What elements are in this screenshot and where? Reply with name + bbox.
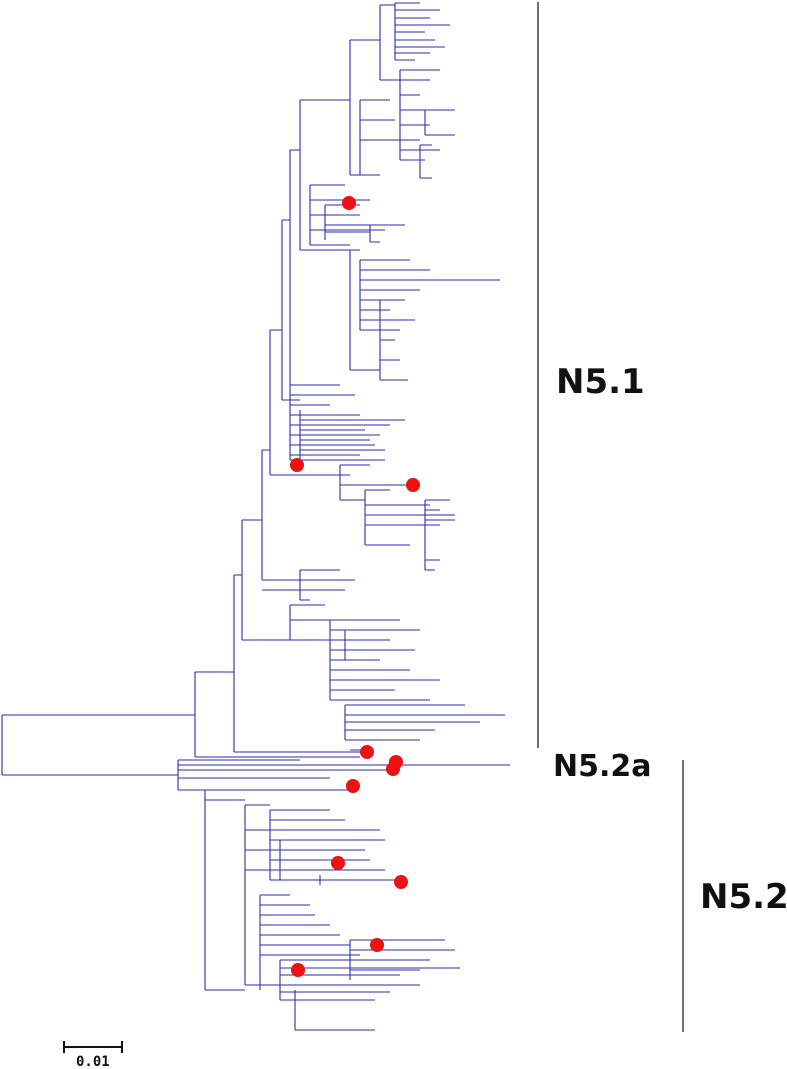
- branch-mid-cluster-b: [349, 249, 500, 381]
- markers: [290, 196, 420, 977]
- branch-mid-cluster-d: [339, 464, 455, 571]
- branch-mid-cluster-c: [289, 384, 405, 461]
- marker-dot: [394, 875, 408, 889]
- branch-root: [1, 714, 195, 776]
- branch-n51-backbone: [233, 574, 360, 753]
- marker-dot: [360, 745, 374, 759]
- branch-n51-b3: [269, 329, 340, 476]
- marker-dot: [386, 762, 400, 776]
- branch-mid-cluster-e: [289, 569, 505, 751]
- branch-n52-cluster-a: [244, 804, 405, 986]
- marker-dot: [291, 963, 305, 977]
- marker-dot: [370, 938, 384, 952]
- marker-dot: [406, 478, 420, 492]
- scale-bar: [63, 1041, 123, 1053]
- marker-dot: [346, 779, 360, 793]
- scale-bar-label: 0.01: [76, 1054, 110, 1069]
- branch-n52-stem: [204, 789, 355, 991]
- branch-top-cluster: [349, 2, 455, 179]
- branch-n52a: [177, 759, 510, 791]
- branch-n51-b2: [261, 449, 330, 591]
- branch-n51-stem: [194, 671, 360, 758]
- clade-label-n51: N5.1: [556, 362, 645, 402]
- clade-brackets: [537, 2, 684, 1032]
- clade-label-n52: N5.2: [700, 877, 787, 917]
- branch-mid-cluster-a: [309, 184, 405, 246]
- marker-dot: [342, 196, 356, 210]
- marker-dot: [331, 856, 345, 870]
- branch-n51-b1: [241, 519, 290, 641]
- branch-n51-b6: [299, 99, 350, 251]
- marker-dot: [290, 458, 304, 472]
- clade-label-n52a: N5.2a: [553, 749, 652, 784]
- branch-n52-cluster-b: [259, 894, 460, 1031]
- branch-n51-b4: [281, 219, 300, 401]
- tree-branches: [1, 2, 510, 1031]
